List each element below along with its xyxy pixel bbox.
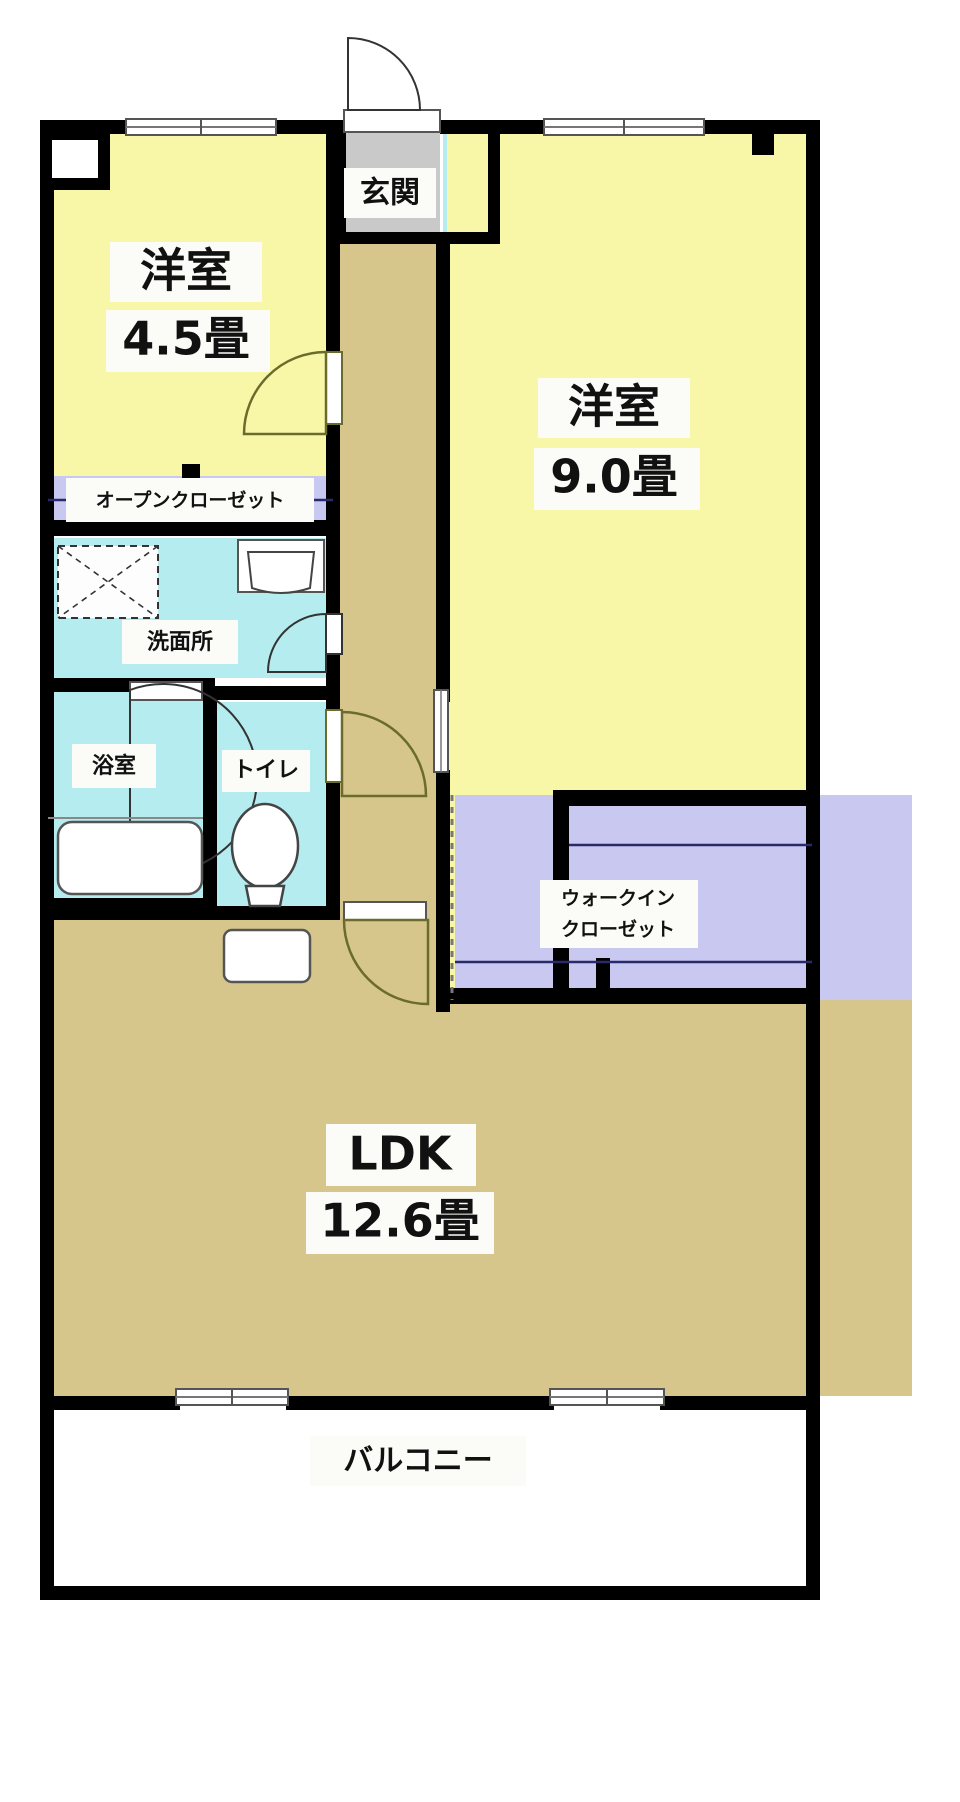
wall-washroom-right [326,536,340,616]
closet-stopper-bottom [178,518,196,536]
bathtub [56,820,204,896]
window-balcony-left [175,1388,289,1406]
wall-ldk-bottom [40,1396,180,1410]
floor-corridor [336,232,444,1012]
kitchen-counter [222,928,312,984]
wall-entrance-left [336,120,346,240]
label-bathroom: 浴室 [92,753,136,779]
bedroom-small-door [242,350,343,436]
window-balcony-right [549,1388,665,1406]
wall-left-outer [40,120,54,1600]
ldk-hall-door [342,901,430,1006]
toilet-bowl [230,802,300,908]
wall-washroom-right2 [326,650,340,702]
wall-bath-toilet-divider [203,690,217,912]
floor-fills [48,128,912,1560]
wall-bedroom-small-right2 [326,420,340,528]
wall-wic-divider [596,958,610,1004]
label-wic-line1: ウォークイン [561,888,675,910]
wall-bedroom-large-notch [752,133,774,155]
label-washroom: 洗面所 [147,630,213,655]
walls [40,120,820,1600]
label-ldk-name: LDK [348,1127,453,1181]
label-balcony: バルコニー [343,1444,492,1479]
washroom-door [266,612,343,673]
windows [52,118,705,1406]
entrance-door [343,36,441,133]
label-wic-line2: クローゼット [561,918,675,941]
vanity-sink [237,539,325,594]
wall-corridor-right2 [436,770,450,1012]
fixtures [48,498,812,984]
label-ldk-size: 12.6畳 [320,1194,480,1248]
wall-wic-bottom [440,988,812,1004]
pipe-shaft-interior [52,140,98,178]
wall-corridor-right [436,232,450,702]
doors [129,36,454,1006]
label-bedroom-large-name: 洋室 [568,380,660,434]
wall-top-entrance-right [440,120,548,134]
room-labels: 洋室 4.5畳 洋室 9.0畳 玄関 オープンクローゼット 洗面所 浴室 トイレ… [66,168,700,1486]
label-bedroom-small-size: 4.5畳 [122,312,250,366]
wall-bottom-outer [40,1586,820,1600]
wall-entrance-bottom [336,232,448,244]
wall-top-right [700,120,820,134]
wall-shoebox-bottom [440,232,500,244]
wall-washroom-bottom2 [196,686,340,700]
window-bedroom-large-east [433,689,449,773]
label-entrance: 玄関 [360,176,420,211]
wall-ldk-bottom3 [660,1396,820,1410]
label-open-closet: オープンクローゼット [96,489,285,512]
label-toilet: トイレ [233,758,299,783]
wall-ldk-top-left2 [40,898,216,914]
label-bedroom-large-size: 9.0畳 [550,450,678,504]
toilet-door [325,709,428,798]
wall-right-outer [806,120,820,1600]
wall-wic-top [553,790,812,806]
window-bedroom-small-north [125,118,277,136]
window-bedroom-large-north [543,118,705,136]
wall-shoebox-right [488,128,500,240]
wall-ldk-bottom2 [286,1396,554,1410]
closet-stopper-top [182,464,200,480]
label-bedroom-small-name: 洋室 [140,244,232,298]
